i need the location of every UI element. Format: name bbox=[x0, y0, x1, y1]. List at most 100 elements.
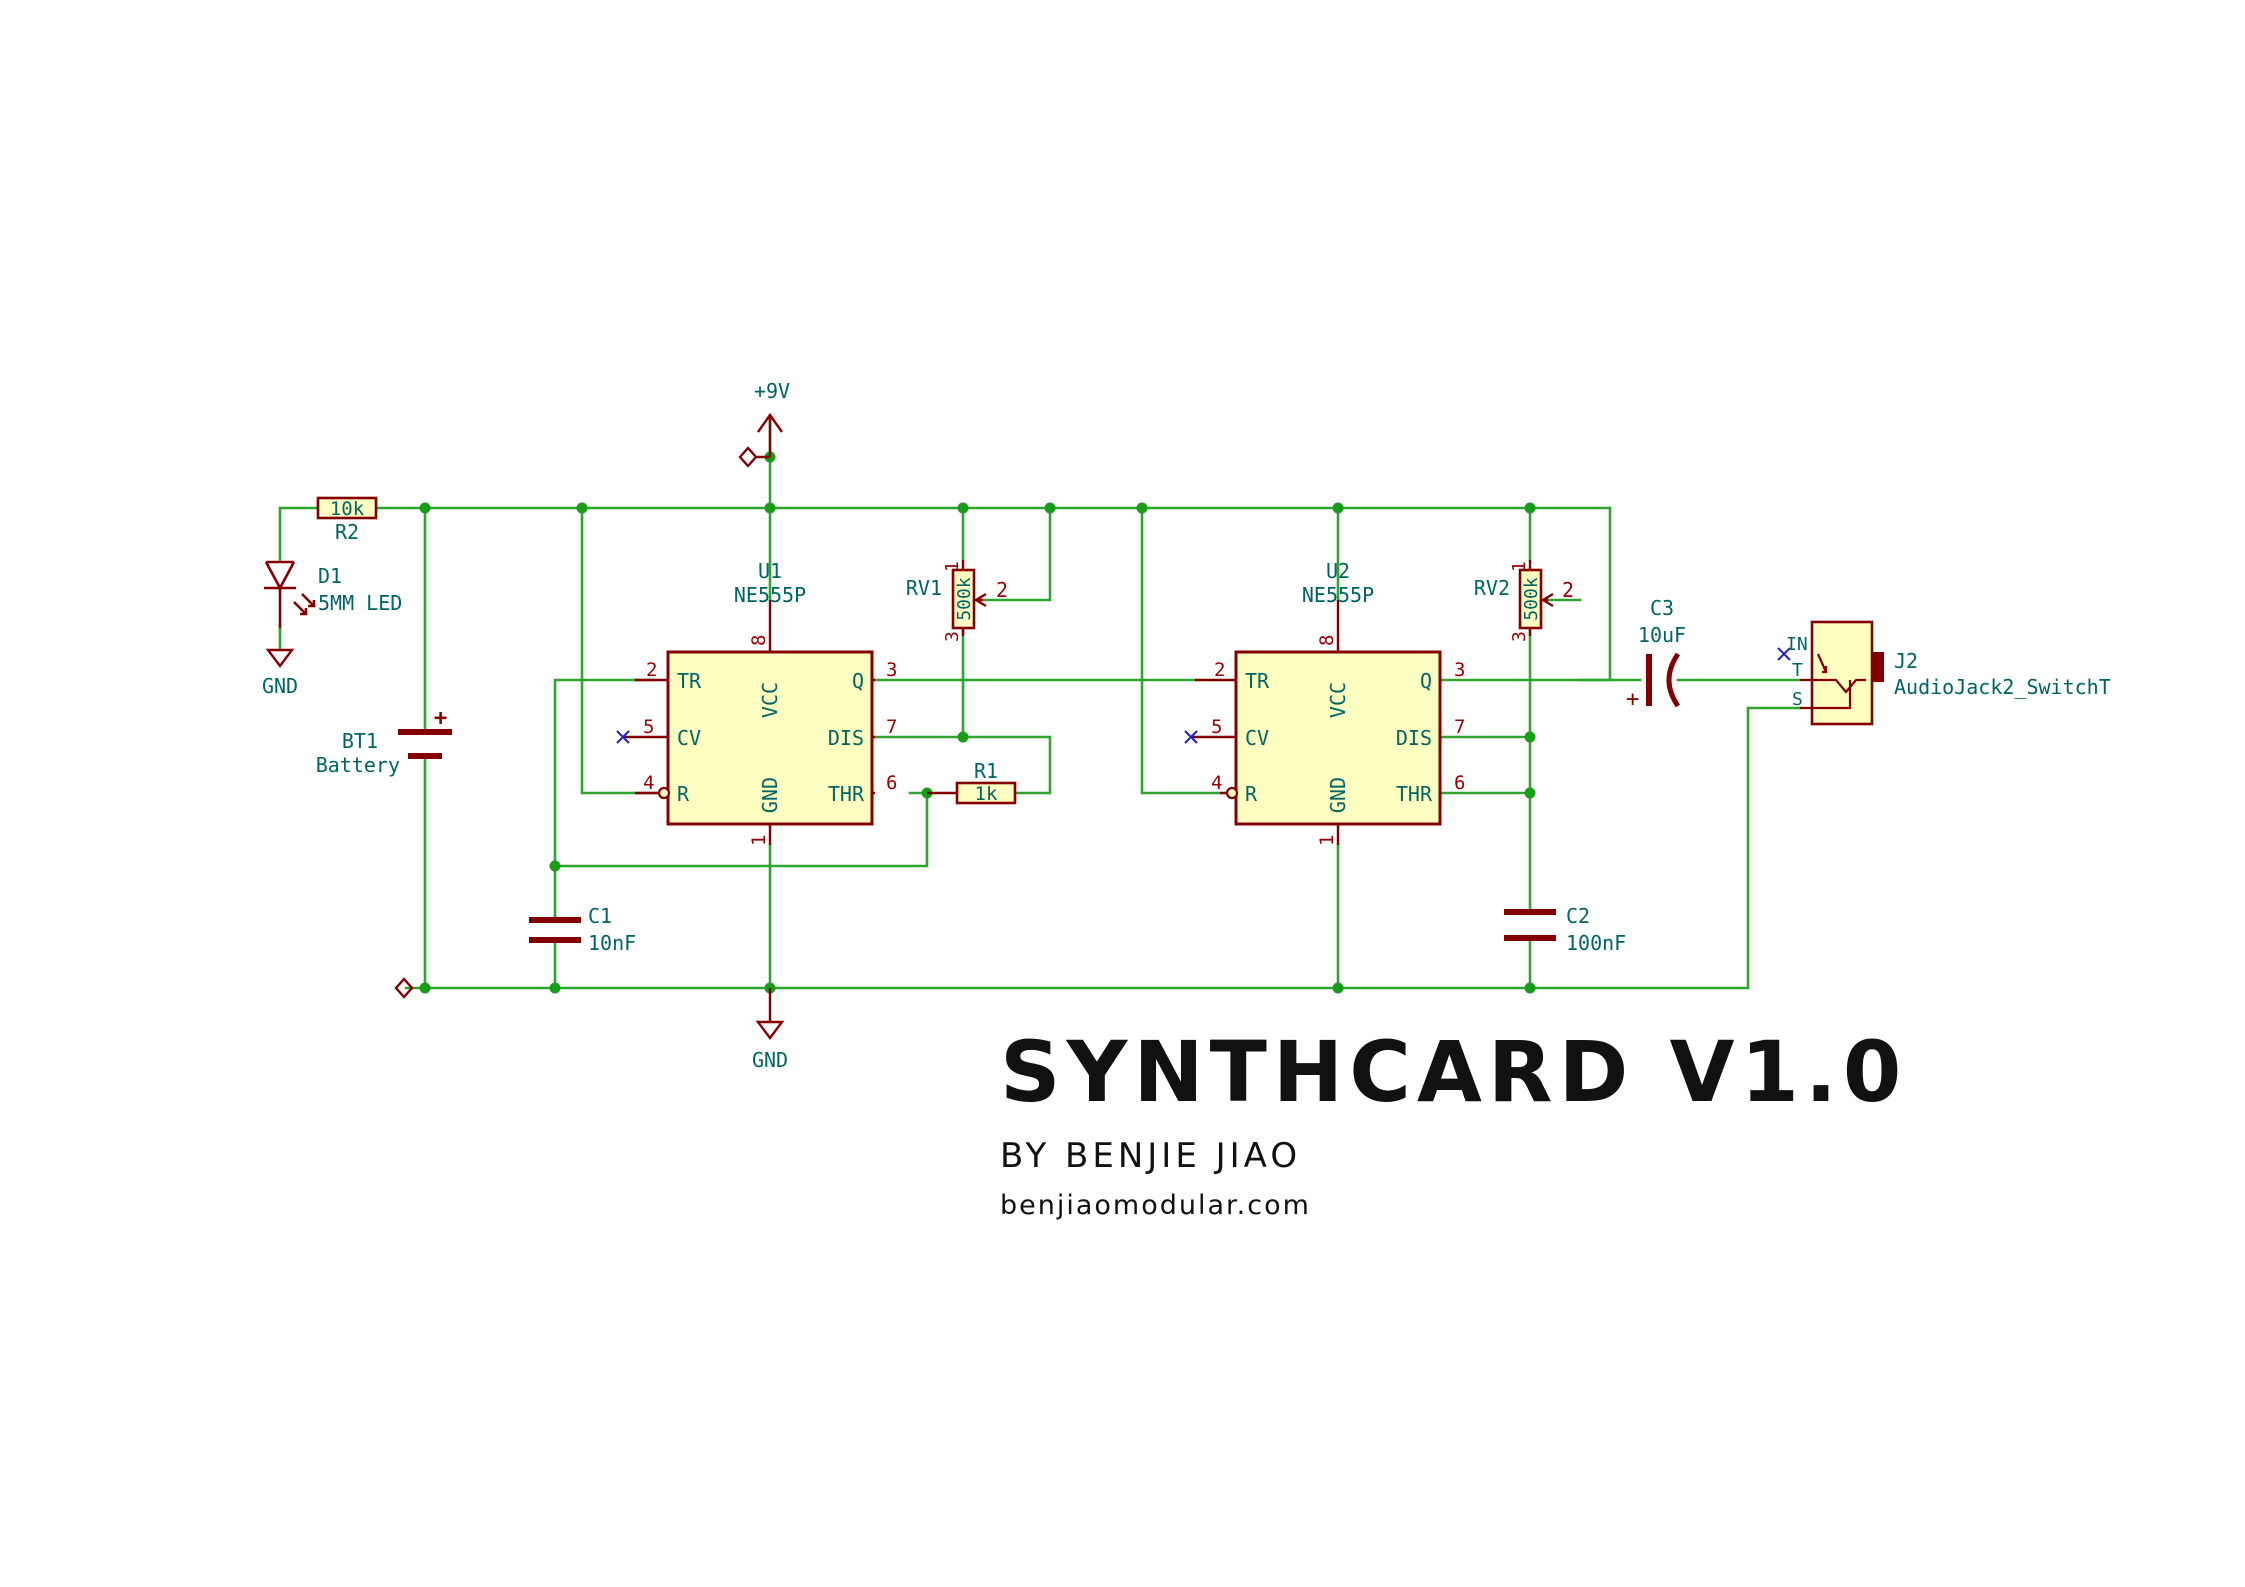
title-main: SYNTHCARD V1.0 bbox=[1000, 1023, 1908, 1121]
u2-pinnum-5: 5 bbox=[1211, 716, 1222, 738]
c2-value: 100nF bbox=[1566, 931, 1626, 955]
rv2-pin2: 2 bbox=[1562, 578, 1574, 602]
c3-ref: C3 bbox=[1650, 596, 1674, 620]
junction-dot bbox=[1524, 982, 1536, 994]
inverted-pin-icon bbox=[1225, 786, 1239, 800]
r1-ref: R1 bbox=[974, 759, 998, 783]
vcc-label: +9V bbox=[754, 379, 790, 403]
title-author: BY BENJIE JIAO bbox=[1000, 1136, 1302, 1176]
u2-pin-cv: CV bbox=[1245, 726, 1269, 750]
rv1-pin1: 1 bbox=[942, 561, 963, 572]
u2-pinnum-3: 3 bbox=[1454, 659, 1465, 681]
rv1-pin2: 2 bbox=[996, 578, 1008, 602]
junction-dot bbox=[1332, 502, 1344, 514]
capacitor-c3: + C3 10uF bbox=[1626, 596, 1686, 712]
u1-pin-cv: CV bbox=[677, 726, 701, 750]
resistor-r1: R1 1k bbox=[927, 759, 1017, 805]
u1-pin-q: Q bbox=[852, 669, 864, 693]
u2-pinnum-8: 8 bbox=[1316, 635, 1338, 646]
rv1-value: 500k bbox=[954, 577, 975, 621]
junction-dot bbox=[957, 731, 969, 743]
u1-pin-thr: THR bbox=[828, 782, 865, 806]
pwr-flag-icon bbox=[738, 446, 770, 468]
power-symbols bbox=[265, 412, 785, 1040]
junction-dot bbox=[419, 502, 431, 514]
junction-dot bbox=[1136, 502, 1148, 514]
rv2-value: 500k bbox=[1521, 577, 1542, 621]
d1-value: 5MM LED bbox=[318, 591, 402, 615]
led-icon bbox=[264, 560, 296, 628]
potentiometer-rv2: 500k RV2 1 3 2 bbox=[1474, 560, 1574, 642]
bt1-value: Battery bbox=[316, 753, 400, 777]
u2-pinnum-6: 6 bbox=[1454, 772, 1465, 794]
u2-pinnum-1: 1 bbox=[1316, 835, 1338, 846]
u1-pinnum-7: 7 bbox=[886, 716, 897, 738]
capacitor-c2: C2 100nF bbox=[1504, 904, 1626, 955]
u1-pin-dis: DIS bbox=[828, 726, 864, 750]
rv2-pin1: 1 bbox=[1509, 561, 1530, 572]
gnd-icon bbox=[755, 988, 785, 1040]
u2-pinnum-4: 4 bbox=[1211, 772, 1222, 794]
junctions bbox=[419, 451, 1536, 994]
u2-pinnum-2: 2 bbox=[1214, 659, 1225, 681]
junction-dot bbox=[1524, 787, 1536, 799]
j2-pin-in: IN bbox=[1786, 634, 1808, 655]
u1-pin-gnd: GND bbox=[758, 777, 782, 813]
ic-u2: U2 NE555P TR CV R Q DIS THR VCC GND 2 5 … bbox=[1184, 559, 1465, 846]
junction-dot bbox=[764, 502, 776, 514]
u2-pin-vcc: VCC bbox=[1326, 682, 1350, 718]
r2-ref: R2 bbox=[335, 520, 359, 544]
u2-pin-dis: DIS bbox=[1396, 726, 1432, 750]
wires bbox=[278, 418, 1802, 990]
battery-icon bbox=[398, 729, 452, 735]
u1-pinnum-1: 1 bbox=[748, 835, 770, 846]
no-connect-icon bbox=[1777, 647, 1791, 661]
u2-ref: U2 bbox=[1326, 559, 1350, 583]
u1-pinnum-8: 8 bbox=[748, 635, 770, 646]
gnd-label-bottom: GND bbox=[752, 1048, 788, 1072]
junction-dot bbox=[1524, 502, 1536, 514]
u1-pin-tr: TR bbox=[677, 669, 702, 693]
r1-value: 1k bbox=[975, 783, 998, 805]
u1-value: NE555P bbox=[734, 583, 806, 607]
j2-value: AudioJack2_SwitchT bbox=[1894, 675, 2111, 699]
bt1-ref: BT1 bbox=[342, 729, 378, 753]
c1-value: 10nF bbox=[588, 931, 636, 955]
rv1-ref: RV1 bbox=[906, 576, 942, 600]
bt1-plus: + bbox=[434, 706, 447, 731]
u2-pin-tr: TR bbox=[1245, 669, 1270, 693]
u1-pinnum-2: 2 bbox=[646, 659, 657, 681]
j2-ref: J2 bbox=[1894, 649, 1918, 673]
ic-u1: U1 NE555P TR CV R Q DIS THR VCC GND 2 5 … bbox=[616, 559, 897, 846]
polarized-capacitor-icon bbox=[1646, 654, 1652, 706]
r2-value: 10k bbox=[330, 498, 365, 520]
capacitor-c1: C1 10nF bbox=[529, 904, 636, 955]
j2-pin-t: T bbox=[1792, 660, 1803, 681]
junction-dot bbox=[957, 502, 969, 514]
vcc-arrow-icon bbox=[757, 412, 783, 457]
capacitor-icon bbox=[529, 917, 581, 923]
title-block: SYNTHCARD V1.0 BY BENJIE JIAO benjiaomod… bbox=[1000, 1030, 1907, 1221]
junction-dot bbox=[419, 982, 431, 994]
no-connect-icon bbox=[616, 730, 630, 744]
ic-u1-body bbox=[666, 650, 874, 826]
junction-dot bbox=[576, 502, 588, 514]
u1-pinnum-4: 4 bbox=[643, 772, 654, 794]
junction-dot bbox=[1332, 982, 1344, 994]
c3-value: 10uF bbox=[1638, 623, 1686, 647]
gnd-label-left: GND bbox=[262, 674, 298, 698]
junction-dot bbox=[1524, 731, 1536, 743]
u1-pin-vcc: VCC bbox=[758, 682, 782, 718]
u2-pinnum-7: 7 bbox=[1454, 716, 1465, 738]
u2-pin-q: Q bbox=[1420, 669, 1432, 693]
u1-pin-r: R bbox=[677, 782, 690, 806]
junction-dot bbox=[1044, 502, 1056, 514]
d1-ref: D1 bbox=[318, 564, 342, 588]
c3-plus: + bbox=[1626, 687, 1639, 712]
c1-ref: C1 bbox=[588, 904, 612, 928]
u1-pinnum-6: 6 bbox=[886, 772, 897, 794]
u1-pinnum-5: 5 bbox=[643, 716, 654, 738]
junction-dot bbox=[549, 860, 561, 872]
no-connect-icon bbox=[1184, 730, 1198, 744]
rv1-pin3: 3 bbox=[942, 631, 963, 642]
